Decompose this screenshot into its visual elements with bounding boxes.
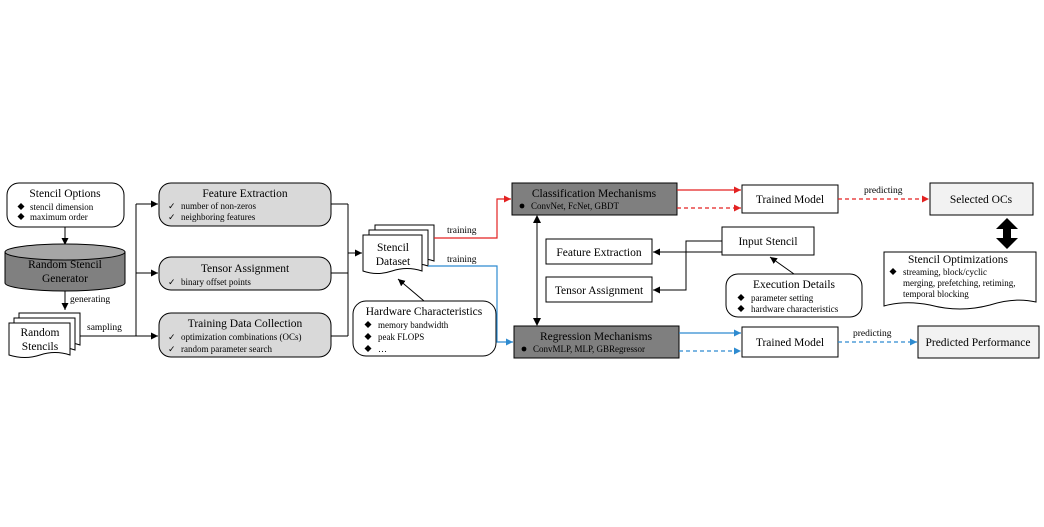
feature-extraction-item: neighboring features [181,212,256,222]
stencil-optimizations-title: Stencil Optimizations [908,254,1008,266]
stencil-options-item: stencil dimension [30,202,94,212]
feature-extraction-item: number of non-zeros [181,201,256,211]
predicted-performance-label: Predicted Performance [925,337,1030,349]
training-label-top: training [447,226,477,236]
mid-feature-extraction-label: Feature Extraction [556,247,642,259]
training-data-collection-box: Training Data Collection ✓ optimization … [158,312,332,358]
diamond-bullet-icon [737,305,745,312]
diamond-bullet-icon [364,333,372,340]
stencil-options-title: Stencil Options [29,188,101,200]
stencil-optimizations-box: Stencil Optimizations streaming, block/c… [883,251,1037,310]
execution-to-input-arrow [769,256,795,275]
trained-model-top-box: Trained Model [741,184,839,214]
diamond-bullet-icon [737,294,745,301]
training-data-title: Training Data Collection [188,318,303,330]
regression-title: Regression Mechanisms [540,331,653,343]
generator-label: Generator [42,273,88,285]
feature-extraction-title: Feature Extraction [202,188,288,200]
stencil-optimizations-line: streaming, block/cyclic [903,267,987,277]
execution-details-box: Execution Details parameter setting hard… [725,273,863,318]
sampling-label: sampling [87,323,122,333]
classification-item: ConvNet, FcNet, GBDT [531,201,619,211]
check-icon: ✓ [168,277,176,287]
check-icon: ✓ [168,212,176,222]
training-label-bottom: training [447,255,477,265]
check-icon: ✓ [168,201,176,211]
check-icon: ✓ [168,332,176,342]
diamond-bullet-icon [17,213,25,220]
stencil-dataset-label: Stencil [377,242,409,254]
stencil-dataset-stack: Stencil Dataset [362,224,435,274]
input-stencil-box: Input Stencil [721,226,815,256]
predicted-performance-box: Predicted Performance [917,325,1040,359]
bullet-icon [519,203,525,209]
mid-tensor-assignment-box: Tensor Assignment [545,276,653,303]
hardware-title: Hardware Characteristics [366,306,483,318]
execution-item: parameter setting [751,293,814,303]
diamond-bullet-icon [364,345,372,352]
stencil-optimizations-line: temporal blocking [903,289,969,299]
feature-extraction-box: Feature Extraction ✓ number of non-zeros… [158,182,332,227]
stencil-options-item: maximum order [30,212,88,222]
predicting-label-bottom: predicting [853,329,892,339]
hardware-to-dataset-arrow [397,278,425,302]
arrow-up-icon [533,215,541,223]
mid-feature-extraction-box: Feature Extraction [545,238,653,265]
selected-ocs-box: Selected OCs [929,182,1034,216]
trained-model-bottom-label: Trained Model [756,337,824,349]
selected-ocs-label: Selected OCs [950,194,1013,206]
random-stencils-stack: Random Stencils [8,312,81,358]
stencil-options-box: Stencil Options stencil dimension maximu… [6,182,125,228]
generating-label: generating [70,295,110,305]
execution-title: Execution Details [753,279,836,291]
tensor-assignment-item: binary offset points [181,277,251,287]
regression-item: ConvMLP, MLP, GBRegressor [533,344,645,354]
predicting-label-top: predicting [864,186,903,196]
tensor-assignment-box: Tensor Assignment ✓ binary offset points [158,256,332,291]
random-stencils-label: Stencils [22,341,59,353]
execution-item: hardware characteristics [751,304,839,314]
random-stencils-label: Random [21,327,60,339]
stencil-optimizations-line: merging, prefetching, retiming, [903,278,1016,288]
random-stencil-generator-cylinder: Random Stencil Generator [4,243,126,292]
hardware-item: peak FLOPS [378,332,424,342]
bullet-icon [521,346,527,352]
trained-model-top-label: Trained Model [756,194,824,206]
mid-tensor-assignment-label: Tensor Assignment [555,285,644,297]
tensor-assignment-title: Tensor Assignment [201,263,290,275]
trained-model-bottom-box: Trained Model [741,326,839,358]
check-icon: ✓ [168,344,176,354]
stencil-dataset-label: Dataset [376,256,411,268]
input-stencil-label: Input Stencil [738,236,797,248]
training-data-item: random parameter search [181,344,272,354]
classification-mechanisms-box: Classification Mechanisms ConvNet, FcNet… [511,182,678,216]
input-to-tensor-arrow [653,240,722,294]
arrow-down-icon [533,318,541,326]
generator-label: Random Stencil [28,259,102,271]
hardware-item: memory bandwidth [378,320,449,330]
training-arrow-blue [428,265,513,346]
diamond-bullet-icon [364,321,372,328]
training-arrow-red [434,195,511,239]
double-arrow-icon [996,218,1018,249]
classification-title: Classification Mechanisms [532,188,657,200]
hardware-item: … [378,344,387,354]
regression-mechanisms-box: Regression Mechanisms ConvMLP, MLP, GBRe… [513,325,680,359]
hardware-characteristics-box: Hardware Characteristics memory bandwidt… [352,300,497,357]
training-data-item: optimization combinations (OCs) [181,332,302,342]
diamond-bullet-icon [17,203,25,210]
diamond-bullet-icon [889,268,897,275]
